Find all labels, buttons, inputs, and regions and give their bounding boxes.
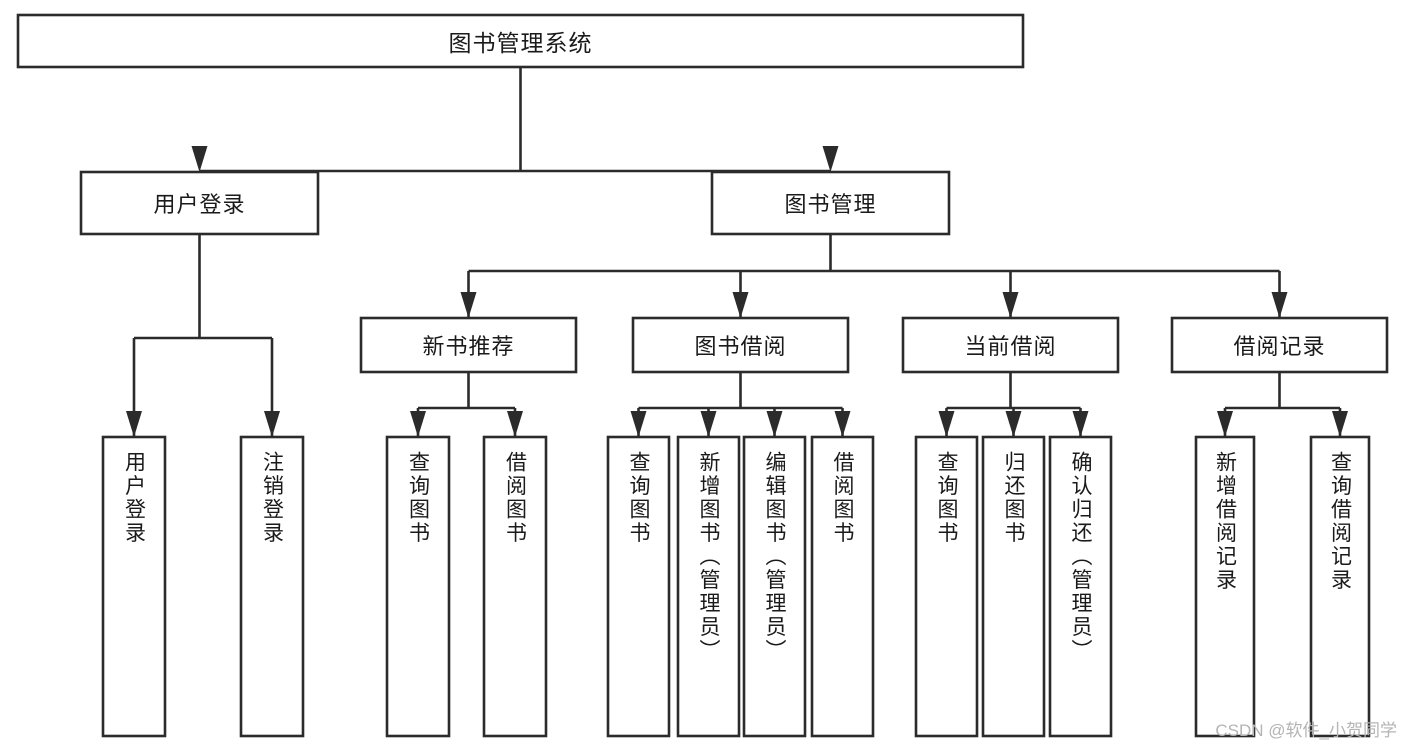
node-box-layer [16, 13, 1389, 738]
arrow-head-leaf-confirm-return [1072, 411, 1089, 437]
node-box-leaf-query-record[interactable] [1309, 435, 1371, 738]
arrow-head-book-manage [822, 146, 839, 172]
arrow-head-leaf-query-book-3 [938, 411, 955, 437]
node-box-leaf-confirm-return[interactable] [1048, 435, 1113, 738]
node-box-leaf-user-logout[interactable] [239, 435, 305, 738]
node-box-book-manage[interactable] [710, 170, 951, 236]
arrow-head-user-login [191, 146, 208, 172]
arrow-head-leaf-edit-book [766, 411, 783, 437]
arrow-head-leaf-query-book-1 [410, 411, 426, 437]
arrow-head-leaf-user-login [126, 411, 142, 437]
arrow-head-leaf-add-book [700, 411, 717, 437]
arrow-head-leaf-return-book [1005, 411, 1022, 437]
node-box-current-borrow[interactable] [901, 316, 1120, 374]
node-box-leaf-user-login[interactable] [101, 435, 167, 738]
node-box-leaf-add-record[interactable] [1194, 435, 1256, 738]
arrow-head-leaf-borrow-book-1 [507, 411, 523, 437]
node-box-leaf-add-book[interactable] [676, 435, 741, 738]
node-box-leaf-query-book-1[interactable] [385, 435, 451, 738]
arrow-head-leaf-add-record [1217, 411, 1233, 437]
node-box-leaf-edit-book[interactable] [742, 435, 807, 738]
node-box-leaf-query-book-3[interactable] [914, 435, 979, 738]
arrow-head-leaf-query-record [1332, 411, 1348, 437]
node-box-user-login[interactable] [79, 170, 320, 236]
arrow-head-current-borrow [1002, 292, 1019, 318]
arrow-head-borrow-records [1271, 292, 1288, 318]
arrow-head-leaf-query-book-2 [630, 411, 647, 437]
node-box-leaf-query-book-2[interactable] [606, 435, 671, 738]
node-box-leaf-borrow-book-2[interactable] [810, 435, 875, 738]
arrow-head-leaf-user-logout [264, 411, 280, 437]
arrow-head-book-borrow [732, 292, 749, 318]
arrow-head-leaf-borrow-book-2 [834, 411, 851, 437]
node-box-leaf-return-book[interactable] [981, 435, 1046, 738]
node-box-new-book-recommend[interactable] [359, 316, 578, 374]
node-box-book-borrow[interactable] [631, 316, 850, 374]
node-box-borrow-records[interactable] [1170, 316, 1389, 374]
connector-layer [126, 67, 1348, 437]
node-box-leaf-borrow-book-1[interactable] [482, 435, 548, 738]
arrow-head-new-book-recommend [460, 292, 477, 318]
node-box-root[interactable] [16, 13, 1025, 69]
